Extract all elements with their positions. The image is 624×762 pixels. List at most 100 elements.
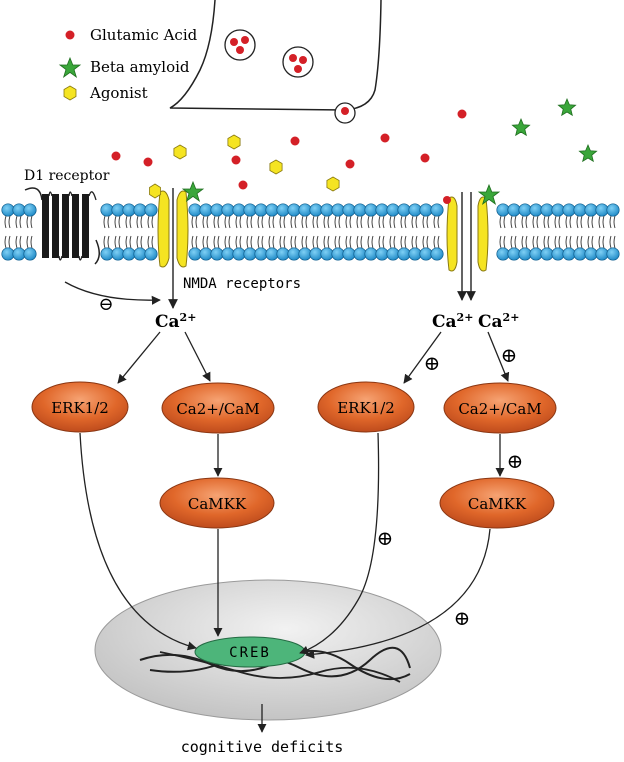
arrow-ca-to-erk-right [403,331,442,384]
calcium-ion-right-2: Ca2+ [478,311,519,332]
lipid [364,235,378,261]
agonist-molecule [173,144,187,160]
glutamic-acid-molecule [238,180,248,190]
lipid [397,235,411,261]
lipid [100,203,114,229]
lipid [518,235,532,261]
activate-sign: ⊕ [454,606,471,630]
lipid [496,203,510,229]
lipid [573,235,587,261]
legend: Glutamic Acid Beta amyloid Agonist [58,26,198,102]
lipid [540,235,554,261]
lipid [111,235,125,261]
lipid [331,235,345,261]
synaptic-cleft-molecules [111,97,598,192]
lipid [606,235,620,261]
lipid [12,203,26,229]
lipid [551,203,565,229]
lipid [221,235,235,261]
lipid [133,235,147,261]
legend-agonist: Agonist [89,84,148,102]
lipid [309,203,323,229]
lipid [1,235,15,261]
creb-node: CREB [194,636,306,668]
lipid [595,203,609,229]
presynaptic-terminal [169,0,382,124]
nmda-receptor-left [149,180,205,309]
lipid [287,235,301,261]
lipid [364,203,378,229]
lipid [342,235,356,261]
nmda-receptors-label: NMDA receptors [183,276,301,292]
lipid [243,203,257,229]
glutamic-acid-molecule [231,155,241,165]
beta-amyloid-legend-icon [58,56,82,79]
lipid [265,203,279,229]
lipid [232,203,246,229]
lipid [254,235,268,261]
lipid [23,235,37,261]
lipid [551,235,565,261]
lipid [100,235,114,261]
lipid [584,235,598,261]
lipid [573,203,587,229]
lipid [1,203,15,229]
lipid [529,235,543,261]
glutamic-acid-legend-icon [65,30,75,40]
right-camkk-node: CaMKK [439,477,555,529]
lipid [144,203,158,229]
lipid [540,203,554,229]
lipid [122,235,136,261]
left-ca-cam-node: Ca2+/CaM [161,382,275,434]
lipid [287,203,301,229]
beta-amyloid-molecule [578,143,598,163]
agonist-molecule [227,134,241,150]
lipid [496,235,510,261]
lipid [320,235,334,261]
left-erk-node: ERK1/2 [31,381,129,433]
glutamic-acid-molecule [290,136,300,146]
lipid [408,235,422,261]
lipid [276,235,290,261]
dna-strand [159,651,401,683]
right-erk-label: ERK1/2 [337,399,395,417]
lipid [375,235,389,261]
calcium-ion-right-1: Ca2+ [432,311,473,332]
lipid [507,235,521,261]
lipid [375,203,389,229]
lipid [584,203,598,229]
creb-label: CREB [229,645,271,661]
nmda-receptor-right [443,183,501,301]
lipid [518,203,532,229]
cell-membrane [1,203,620,261]
nucleus: CREB [94,579,442,721]
lipid [562,203,576,229]
d1-receptor-label: D1 receptor [24,168,110,184]
lipid [199,203,213,229]
right-camkk-label: CaMKK [468,495,527,513]
lipid [188,235,202,261]
lipid [419,203,433,229]
lipid [12,235,26,261]
lipid [144,235,158,261]
lipid [320,203,334,229]
lipid [419,235,433,261]
activate-sign: ⊕ [501,343,518,367]
left-camkk-label: CaMKK [188,495,247,513]
lipid [562,235,576,261]
glutamic-acid-molecule [111,151,121,161]
vesicle [282,46,314,78]
lipid [397,203,411,229]
d1-receptor: D1 receptor ⊖ [24,168,161,315]
left-camkk-node: CaMKK [159,477,275,529]
lipid [386,203,400,229]
lipid [342,203,356,229]
calcium-ion-left: Ca2+ [155,311,196,332]
arrow-camkk-to-creb-right [305,528,491,659]
legend-beta-amyloid: Beta amyloid [90,58,190,76]
lipid [408,203,422,229]
lipid [430,235,444,261]
lipid [188,203,202,229]
activate-sign: ⊕ [424,351,441,375]
